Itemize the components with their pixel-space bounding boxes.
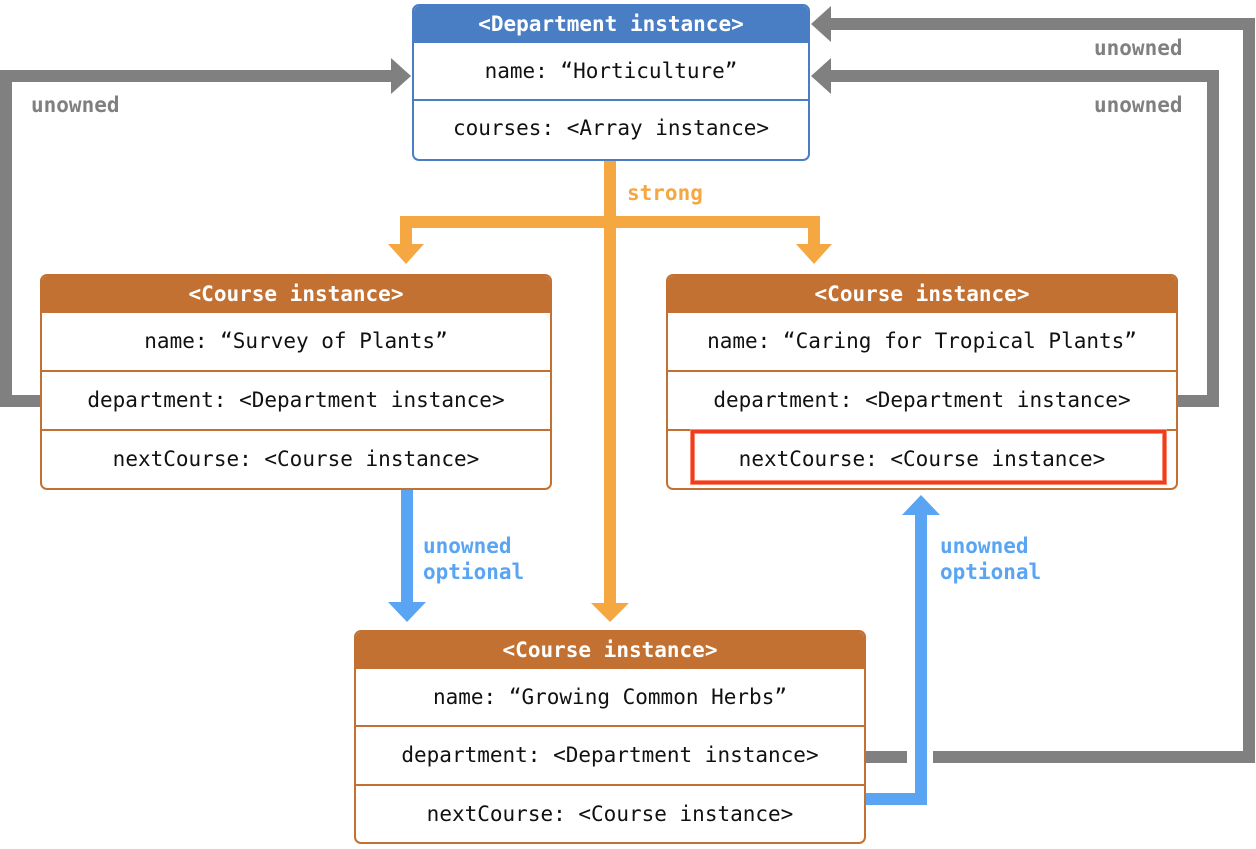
course-left-nextcourse-field: nextCourse: <Course instance> bbox=[42, 429, 550, 488]
course-bottom-department-field: department: <Department instance> bbox=[356, 725, 864, 784]
unowned-arrow-right-outer bbox=[811, 6, 1255, 763]
course-right-department-field: department: <Department instance> bbox=[668, 370, 1176, 429]
unowned-optional-arrow-right bbox=[864, 495, 940, 805]
unowned-optional-label-left-line2: optional bbox=[423, 560, 525, 584]
unowned-label-left: unowned bbox=[31, 93, 120, 117]
course-instance-left-box: <Course instance> name: “Survey of Plant… bbox=[40, 274, 552, 490]
course-bottom-header: <Course instance> bbox=[356, 632, 864, 669]
unowned-optional-label-right-line1: unowned bbox=[940, 534, 1029, 558]
nextcourse-highlight bbox=[691, 430, 1166, 484]
department-name-field: name: “Horticulture” bbox=[484, 59, 738, 83]
course-instance-bottom-box: <Course instance> name: “Growing Common … bbox=[354, 630, 866, 844]
strong-label: strong bbox=[627, 181, 703, 205]
strong-arrows bbox=[388, 160, 832, 622]
course-left-name-field: name: “Survey of Plants” bbox=[144, 329, 448, 353]
course-bottom-nextcourse-field: nextCourse: <Course instance> bbox=[356, 784, 864, 842]
course-bottom-name-field: name: “Growing Common Herbs” bbox=[432, 685, 787, 709]
unowned-optional-arrow-left bbox=[388, 489, 426, 622]
unowned-arrow-right-inner bbox=[811, 58, 1219, 407]
course-left-department-field: department: <Department instance> bbox=[42, 370, 550, 429]
course-instance-right-box: <Course instance> name: “Caring for Trop… bbox=[666, 274, 1178, 490]
department-instance-box: <Department instance> name: “Horticultur… bbox=[412, 4, 810, 161]
course-right-name-field: name: “Caring for Tropical Plants” bbox=[707, 329, 1137, 353]
unowned-label-right-inner: unowned bbox=[1094, 93, 1183, 117]
department-header: <Department instance> bbox=[414, 6, 808, 43]
unowned-optional-label-right-line2: optional bbox=[940, 560, 1042, 584]
unowned-label-right-outer: unowned bbox=[1094, 36, 1183, 60]
department-courses-field: courses: <Array instance> bbox=[414, 99, 808, 158]
course-right-header: <Course instance> bbox=[668, 276, 1176, 313]
course-left-header: <Course instance> bbox=[42, 276, 550, 313]
unowned-arrow-left bbox=[0, 58, 411, 407]
unowned-optional-label-left-line1: unowned bbox=[423, 534, 512, 558]
